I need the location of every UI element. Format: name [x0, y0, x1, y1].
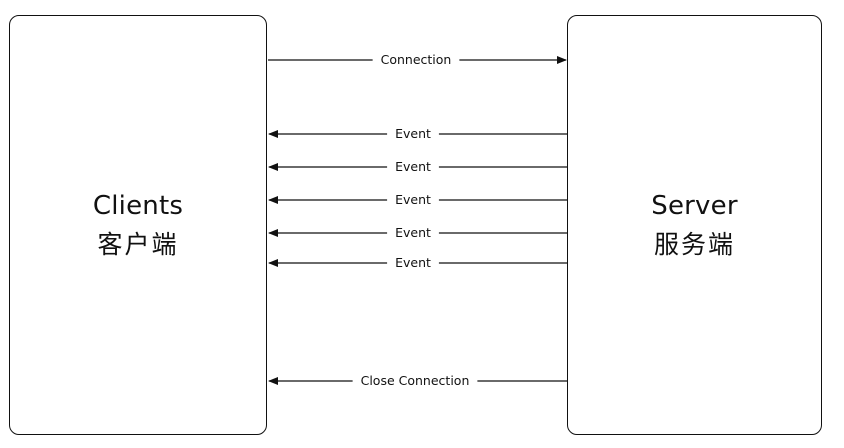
message-arrow: Event — [268, 225, 567, 240]
message-arrow: Connection — [268, 52, 567, 67]
message-label: Event — [395, 255, 431, 270]
message-label: Event — [395, 159, 431, 174]
message-arrow: Event — [268, 255, 567, 270]
server-subtitle: 服务端 — [653, 230, 735, 259]
message-label: Connection — [381, 52, 452, 67]
server-title: Server — [651, 191, 738, 221]
client-box: Clients 客户端 — [9, 15, 267, 435]
message-label: Event — [395, 225, 431, 240]
message-arrow: Close Connection — [268, 373, 567, 388]
message-label: Event — [395, 126, 431, 141]
message-label: Close Connection — [361, 373, 470, 388]
message-arrow: Event — [268, 126, 567, 141]
message-label: Event — [395, 192, 431, 207]
server-box: Server 服务端 — [567, 15, 822, 435]
message-arrow: Event — [268, 159, 567, 174]
client-title: Clients — [92, 191, 184, 221]
message-arrow: Event — [268, 192, 567, 207]
client-subtitle: 客户端 — [97, 230, 179, 259]
